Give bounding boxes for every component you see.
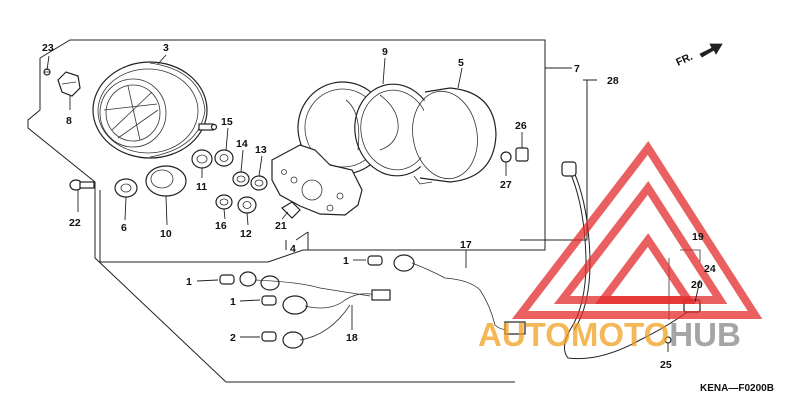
callout-15: 15 [221,116,233,128]
socket-12 [237,196,257,214]
callout-12: 12 [240,228,252,240]
callout-22: 22 [69,217,81,229]
bulb-harness [219,254,526,349]
tachometer-assembly [43,61,218,159]
callout-9: 9 [382,46,388,58]
callout-10: 10 [160,228,172,240]
socket-11 [191,149,213,169]
socket-13 [250,175,268,191]
callout-6: 6 [121,222,127,234]
callout-17: 17 [460,239,472,251]
callout-18: 18 [346,332,358,344]
grommet-26 [515,147,529,162]
front-label: FR. [674,51,694,69]
grommet-6 [114,178,138,198]
callout-26: 26 [515,120,527,132]
lower-case-bracket-4 [271,144,363,216]
front-direction-indicator: FR. [674,43,723,69]
socket-16 [215,194,233,210]
watermark-logo-mark [511,141,763,319]
assembly-outline [27,39,597,383]
callout-4: 4 [290,243,296,255]
callout-5: 5 [458,57,464,69]
callout-24: 24 [704,263,716,275]
speedometer-assembly [271,81,497,216]
callout-25: 25 [660,359,672,371]
callouts: 23 3 8 9 5 7 28 15 14 13 11 26 27 6 10 1… [42,42,716,371]
socket-14 [232,171,250,187]
callout-27: 27 [500,179,512,191]
clip-21 [281,201,301,219]
callout-11: 11 [196,181,207,193]
callout-13: 13 [255,144,267,156]
callout-14: 14 [236,138,248,150]
callout-21: 21 [275,220,287,232]
front-arrow-icon [699,43,723,58]
screw-22 [69,179,95,191]
watermark: AUTOMOTOHUB [478,141,763,353]
callout-20: 20 [691,279,703,291]
callout-3: 3 [163,42,169,54]
callout-8: 8 [66,115,72,127]
grommet-15 [214,149,234,167]
callout-2: 2 [230,332,236,344]
cap-10 [145,165,187,197]
diagram-code: KENA—F0200B [700,383,774,394]
callout-19: 19 [692,231,704,243]
nut-27 [500,151,512,163]
callout-28: 28 [607,75,619,87]
callout-1c: 1 [343,255,349,267]
rubber-mount-8 [57,71,81,97]
callout-23: 23 [42,42,54,54]
callout-1b: 1 [230,296,236,308]
callout-16: 16 [215,220,227,232]
callout-7: 7 [574,63,580,75]
callout-1a: 1 [186,276,192,288]
watermark-text-automoto: AUTOMOTOHUB [478,316,741,353]
leader-lines [46,54,701,352]
